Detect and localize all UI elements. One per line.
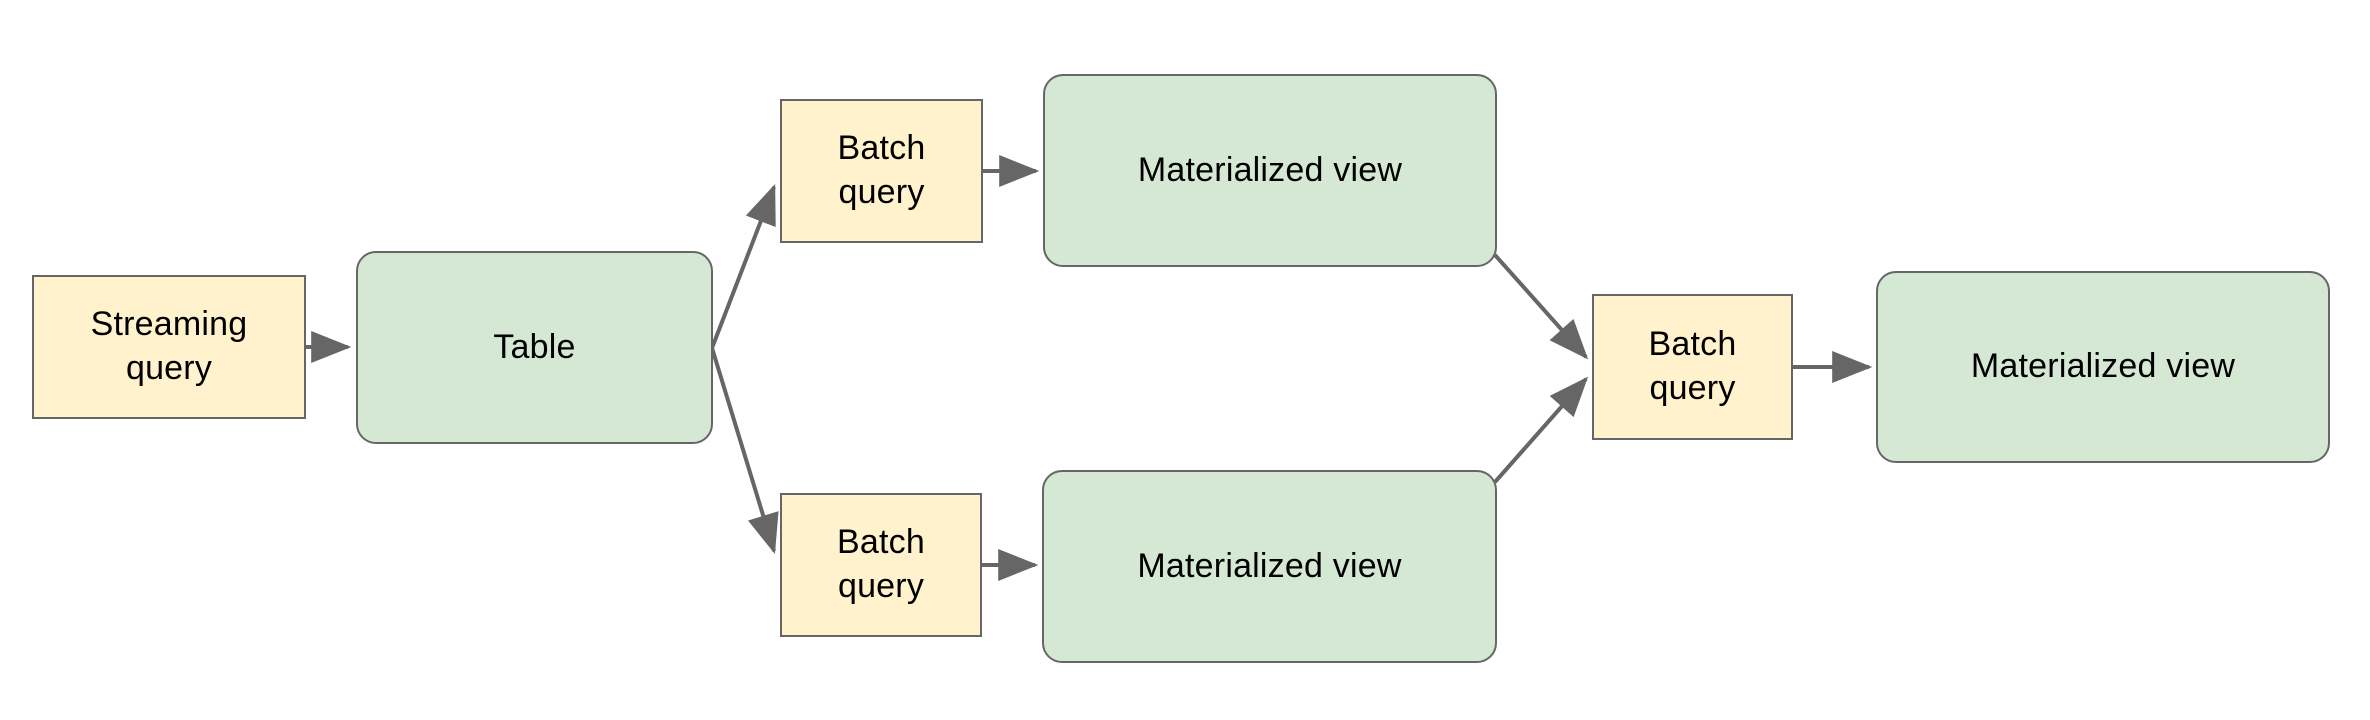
node-materialized-view-right-label: Materialized view	[1970, 347, 2236, 386]
node-batch-query-center-label: Batch query	[1648, 325, 1737, 407]
node-materialized-view-right[interactable]: Materialized view	[1876, 271, 2330, 463]
node-batch-query-bottom-label: Batch query	[837, 523, 925, 605]
node-batch-query-center[interactable]: Batch query	[1592, 294, 1793, 440]
node-table-label: Table	[493, 327, 576, 366]
edge-table-to-batch-top	[710, 184, 776, 349]
node-batch-query-top[interactable]: Batch query	[780, 99, 983, 243]
edge-mv-bottom-to-batch-center	[1493, 376, 1589, 484]
node-streaming-query-label: Streaming query	[90, 305, 248, 387]
node-materialized-view-top-label: Materialized view	[1137, 150, 1403, 189]
node-batch-query-bottom[interactable]: Batch query	[780, 493, 982, 637]
edge-table-to-batch-bottom	[710, 347, 779, 555]
node-streaming-query[interactable]: Streaming query	[32, 275, 306, 419]
node-materialized-view-top[interactable]: Materialized view	[1043, 74, 1497, 267]
node-table[interactable]: Table	[356, 251, 713, 444]
node-batch-query-top-label: Batch query	[837, 129, 926, 211]
node-materialized-view-bottom[interactable]: Materialized view	[1042, 470, 1497, 663]
node-materialized-view-bottom-label: Materialized view	[1137, 546, 1402, 585]
edge-mv-top-to-batch-center	[1493, 253, 1589, 360]
